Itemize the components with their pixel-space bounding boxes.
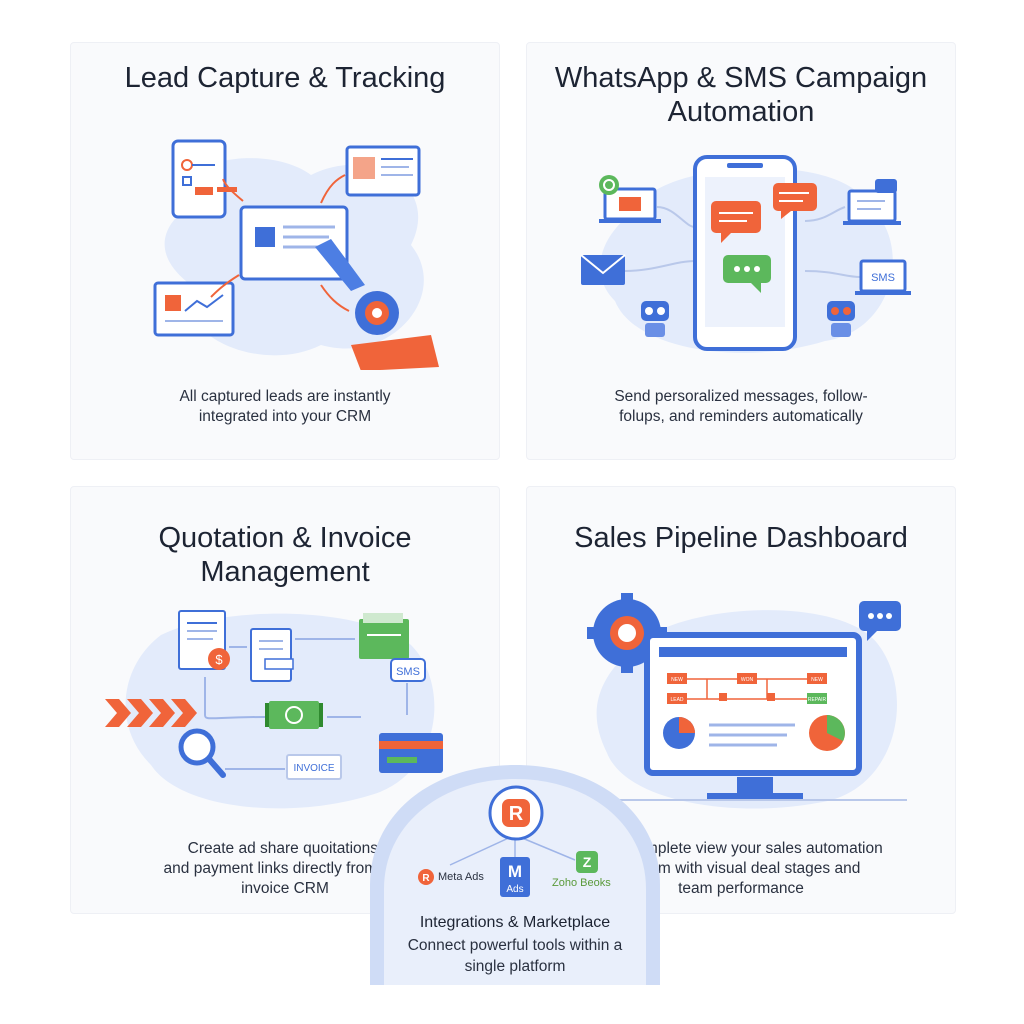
- card-description: All captured leads are instantly integra…: [179, 388, 391, 425]
- pie-chart-icon: [809, 715, 845, 751]
- monitor-icon: [239, 205, 349, 281]
- cash-note-icon: [265, 701, 323, 729]
- campaign-illustration: SMS: [580, 155, 911, 353]
- integration-ads[interactable]: M Ads: [500, 857, 530, 897]
- chat-bubble-icon: [711, 201, 761, 243]
- card-title: Quotation & Invoice Management: [158, 522, 412, 588]
- app-label: Meta Ads: [438, 871, 484, 883]
- monitor-icon: [587, 632, 907, 801]
- ads-icon: M Ads: [500, 857, 530, 897]
- stage-tag: NEW: [811, 677, 823, 683]
- forward-arrows-icon: [105, 699, 197, 727]
- integrations-panel: R R Meta Ads M Ads Z Zoho Beoks Integrat…: [370, 765, 660, 985]
- card-title: Sales Pipeline Dashboard: [574, 522, 908, 554]
- document-icon: [250, 628, 294, 682]
- stage-tag: REPAIR: [808, 697, 827, 703]
- card-description: Create ad share quoitations, and payment…: [163, 840, 407, 897]
- svg-text:Ads: Ads: [506, 884, 523, 895]
- quotation-document-icon: $: [178, 610, 230, 670]
- card-description: Send persoralized messages, follow- folu…: [614, 388, 868, 425]
- meta-ads-icon: R: [418, 869, 434, 885]
- chat-bubble-icon: [773, 183, 817, 219]
- integrations-title: Integrations & Marketplace: [419, 914, 611, 931]
- card-title: WhatsApp & SMS Campaign Automation: [554, 62, 928, 128]
- quotation-invoice-card: Quotation & Invoice Management $: [70, 486, 500, 914]
- campaign-automation-card: WhatsApp & SMS Campaign Automation: [526, 42, 956, 460]
- browser-window-icon: [345, 145, 421, 197]
- whatsapp-laptop-icon: [599, 175, 661, 223]
- stage-tag: LEAD: [670, 697, 683, 703]
- sms-label: SMS: [396, 666, 420, 678]
- invoice-box: INVOICE: [286, 754, 342, 780]
- chat-bubble-icon: [859, 601, 901, 641]
- pipeline-stages: NEW WON NEW LEAD REPAIR: [667, 673, 827, 704]
- stage-tag: WON: [741, 677, 754, 683]
- sms-label: SMS: [871, 272, 895, 284]
- invoice-illustration: $ SMS: [105, 610, 443, 809]
- card-title: Lead Capture & Tracking: [124, 62, 446, 94]
- integration-meta-ads[interactable]: R Meta Ads: [418, 867, 498, 887]
- robot-icon: [827, 301, 855, 337]
- currency-symbol: $: [215, 652, 223, 667]
- zoho-books-icon: Z: [576, 851, 598, 873]
- svg-text:Z: Z: [583, 854, 592, 870]
- app-label: Zoho Beoks: [552, 877, 611, 889]
- robot-hand-icon: [315, 239, 439, 370]
- invoice-label: INVOICE: [293, 763, 334, 774]
- integration-zoho-books[interactable]: Z Zoho Beoks: [552, 851, 632, 891]
- lead-capture-card: Lead Capture & Tracking: [70, 42, 500, 460]
- folder-icon: [359, 613, 409, 659]
- typing-bubble-icon: [723, 255, 771, 293]
- svg-text:M: M: [508, 862, 522, 881]
- sms-bubble-icon: SMS: [390, 658, 426, 682]
- hub-letter: R: [509, 803, 524, 825]
- credit-card-icon: [379, 733, 443, 773]
- robot-icon: [641, 301, 669, 337]
- sms-device-icon: SMS: [855, 259, 911, 295]
- hub-logo-icon: R: [488, 785, 544, 841]
- lead-capture-illustration: [153, 139, 439, 370]
- pie-chart-icon: [663, 717, 695, 749]
- chart-window-icon: [153, 281, 235, 337]
- dashboard-illustration: NEW WON NEW LEAD REPAIR: [587, 593, 907, 809]
- svg-text:R: R: [422, 873, 430, 884]
- magnifier-icon: [178, 728, 226, 778]
- laptop-icon: [843, 179, 901, 225]
- integrations-description: Connect powerful tools within a single p…: [407, 937, 623, 975]
- tablet-icon: [171, 139, 237, 219]
- mail-icon: [580, 254, 626, 285]
- stage-tag: NEW: [671, 677, 683, 683]
